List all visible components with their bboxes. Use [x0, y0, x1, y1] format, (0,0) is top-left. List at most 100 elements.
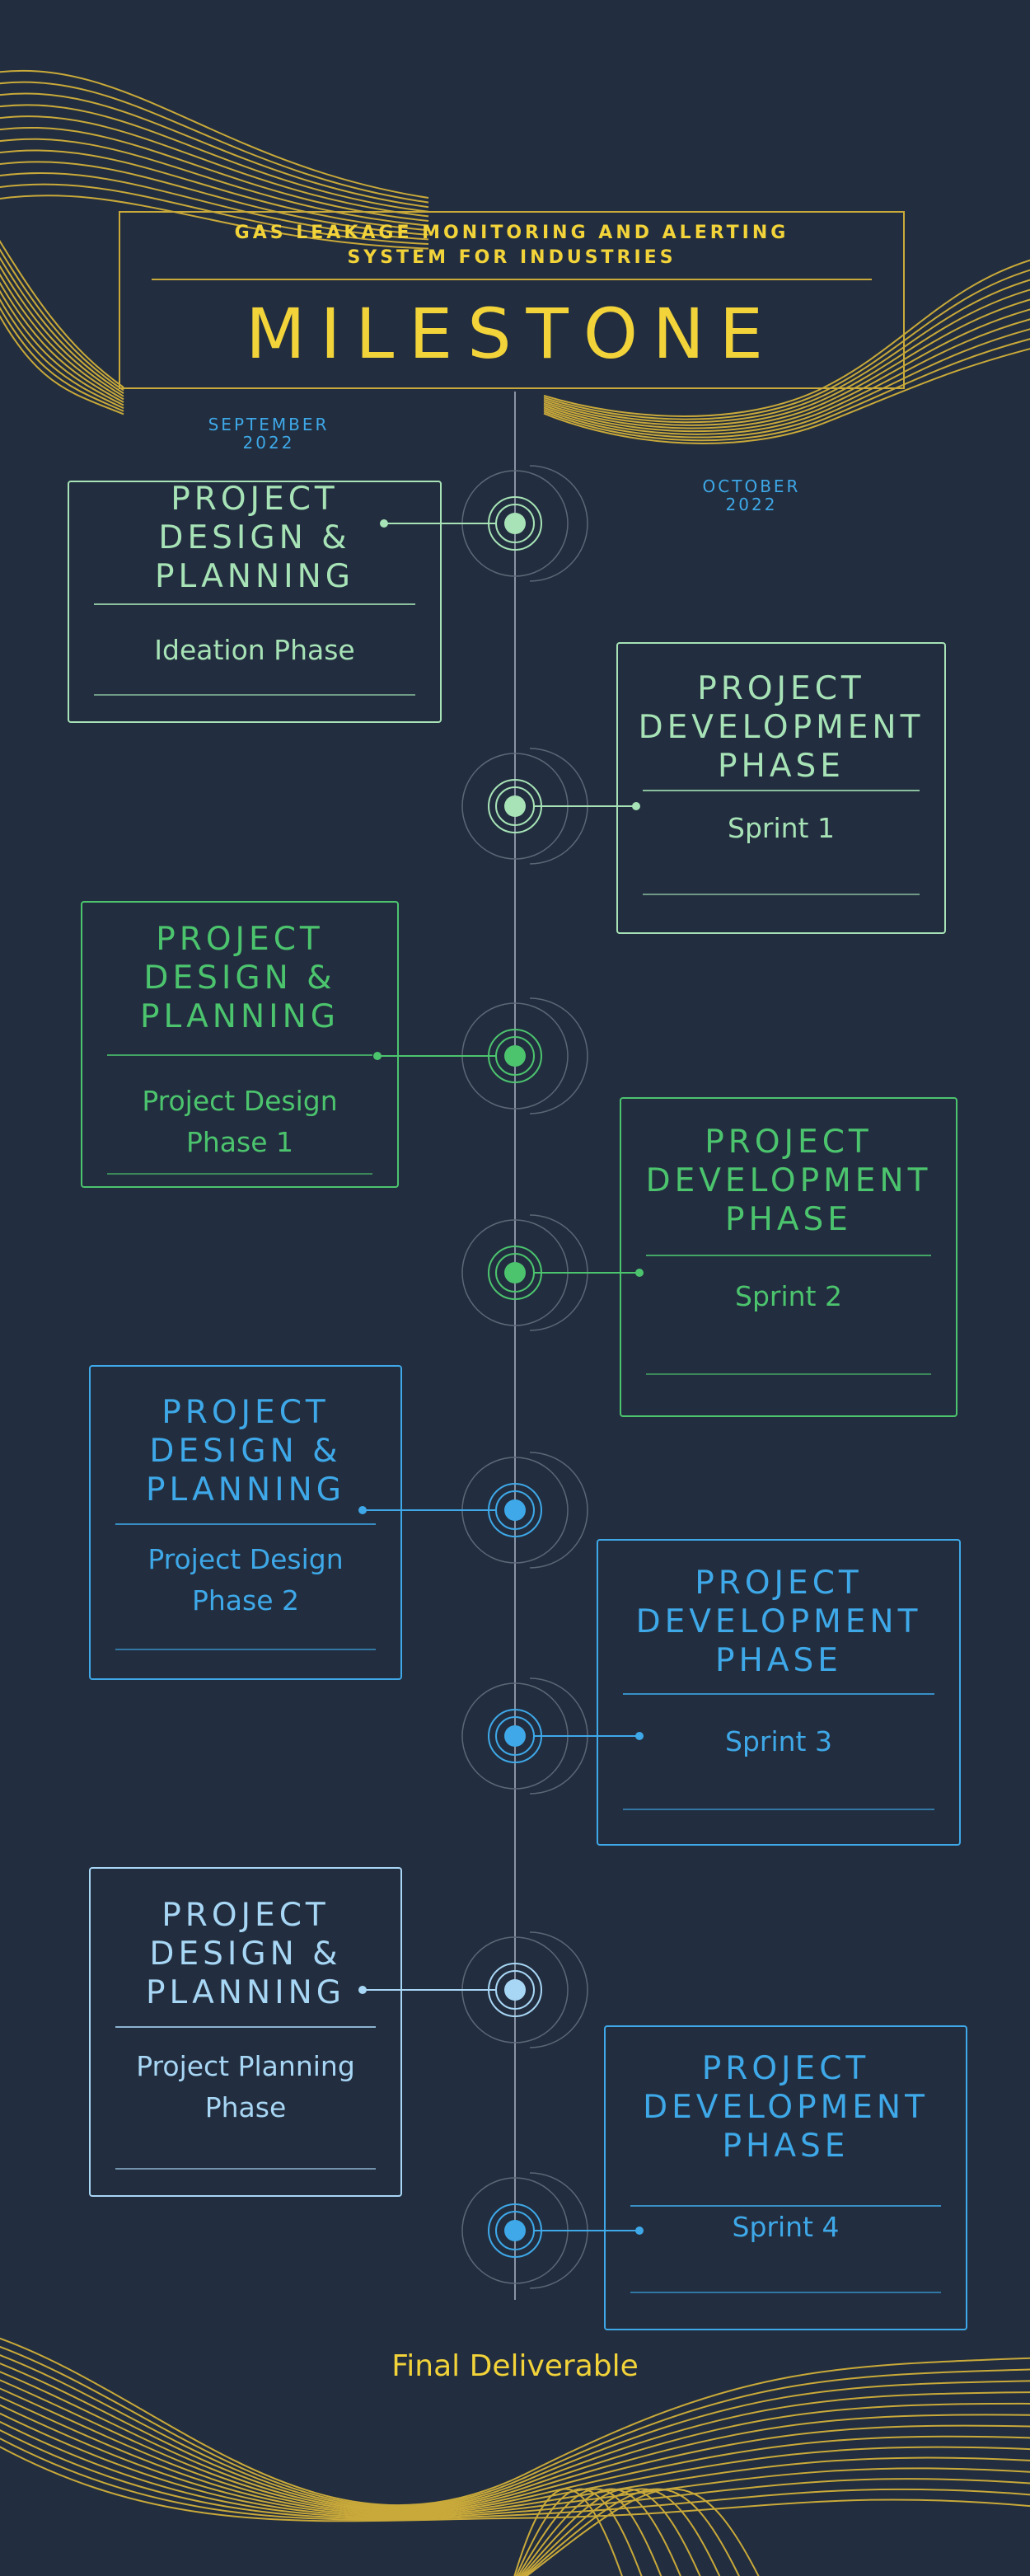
wave-line-bottom	[0, 2371, 1030, 2511]
milestone-divider	[643, 790, 920, 791]
wave-line-top-left	[0, 138, 429, 227]
wave-line-top-left	[0, 161, 429, 236]
wave-line-left	[0, 298, 124, 410]
wave-line-bottom	[0, 2345, 1030, 2508]
milestone-description: Sprint 3	[598, 1721, 959, 1762]
milestone-bottom-divider	[115, 1649, 376, 1650]
wave-loop-bottom	[523, 2488, 740, 2576]
milestone-description-line: Phase 2	[191, 1584, 300, 1616]
milestone-description-line: Phase	[204, 2091, 287, 2123]
wave-loop-bottom	[513, 2488, 623, 2576]
node-dot	[504, 2220, 526, 2241]
wave-line-top-left	[0, 92, 429, 209]
wave-line-left	[0, 273, 124, 401]
node-arc	[529, 465, 588, 582]
milestone-title-line: DEVELOPMENT	[643, 2089, 929, 2126]
milestone-description: Sprint 2	[621, 1276, 956, 1317]
wave-loop-bottom	[517, 2488, 662, 2576]
milestone-description-line: Sprint 2	[735, 1280, 842, 1312]
start-date-year: 2022	[242, 433, 295, 453]
milestone-description: Sprint 4	[606, 2207, 966, 2248]
header-divider	[152, 279, 872, 280]
wave-line-top-left	[0, 81, 429, 204]
end-date-month: OCTOBER	[702, 476, 801, 496]
connector-dot	[635, 1269, 644, 1277]
wave-line-top-right	[543, 289, 1030, 426]
wave-line-left	[0, 256, 124, 395]
milestone-description-line: Project Planning	[136, 2050, 355, 2082]
wave-line-left	[0, 240, 124, 388]
node-arc	[529, 1452, 588, 1569]
milestone-description-line: Sprint 3	[725, 1725, 832, 1757]
header-banner: GAS LEAKAGE MONITORING AND ALERTING SYST…	[119, 211, 905, 389]
milestone-description: Ideation Phase	[69, 630, 440, 671]
wave-line-bottom	[0, 2387, 1030, 2513]
wave-loop-bottom	[525, 2488, 760, 2576]
wave-line-left	[0, 281, 124, 403]
project-subtitle-line2: SYSTEM FOR INDUSTRIES	[347, 247, 677, 268]
wave-line-left	[0, 289, 124, 406]
end-date-year: 2022	[725, 495, 778, 514]
wave-line-bottom	[0, 2438, 1030, 2521]
wave-line-top-left	[0, 104, 429, 213]
project-subtitle-line1: GAS LEAKAGE MONITORING AND ALERTING	[234, 223, 789, 243]
milestone-title-line: PLANNING	[145, 1974, 346, 2011]
wave-line-top-right	[543, 348, 1030, 444]
milestone-description-line: Phase 1	[185, 1126, 294, 1158]
milestone-bottom-divider	[630, 2292, 941, 2293]
wave-loop-bottom	[522, 2488, 721, 2576]
wave-line-top-right	[543, 338, 1030, 442]
milestone-title-line: DEVELOPMENT	[638, 709, 925, 746]
milestone-description-line: Ideation Phase	[154, 634, 355, 666]
wave-line-top-left	[0, 195, 429, 250]
node-dot	[504, 1979, 526, 2001]
wave-line-top-right	[543, 279, 1030, 424]
wave-line-top-left	[0, 69, 429, 199]
node-dot	[504, 513, 526, 534]
wave-line-bottom	[0, 2363, 1030, 2510]
wave-line-top-left	[0, 149, 429, 232]
milestone-description-line: Project Design	[142, 1085, 338, 1117]
milestone-title-line: PLANNING	[145, 1471, 346, 1509]
node-arc	[529, 1931, 588, 2048]
milestone-title-line: PROJECT	[695, 1565, 863, 1602]
connector-dot	[373, 1052, 382, 1060]
milestone-description-line: Project Design	[147, 1543, 344, 1575]
milestone-title-line: PROJECT	[162, 1394, 330, 1431]
milestone-title-line: PHASE	[722, 2128, 850, 2165]
milestone-description: Sprint 1	[618, 808, 944, 849]
wave-line-top-right	[543, 328, 1030, 439]
milestone-title-line: PROJECT	[705, 1124, 873, 1161]
wave-line-bottom	[0, 2446, 1030, 2522]
wave-line-top-right	[543, 308, 1030, 433]
milestone-title-line: DEVELOPMENT	[645, 1162, 932, 1199]
wave-line-bottom	[0, 2420, 1030, 2518]
wave-line-left	[0, 248, 124, 392]
milestone-divider	[623, 1693, 934, 1695]
milestone-bottom-divider	[646, 1373, 931, 1375]
wave-line-bottom	[0, 2404, 1030, 2516]
milestone-divider	[107, 1054, 372, 1056]
milestone-bottom-divider	[94, 694, 415, 696]
gold-wave-lines	[0, 69, 1030, 2576]
wave-line-top-right	[543, 269, 1030, 420]
milestone-bottom-divider	[623, 1809, 934, 1810]
wave-line-left	[0, 314, 124, 415]
milestone-divider	[630, 2205, 941, 2207]
wave-line-bottom	[0, 2337, 1030, 2507]
wave-line-bottom	[0, 2354, 1030, 2508]
start-date-month: SEPTEMBER	[208, 415, 330, 434]
milestone-title-line: PROJECT	[156, 921, 324, 958]
